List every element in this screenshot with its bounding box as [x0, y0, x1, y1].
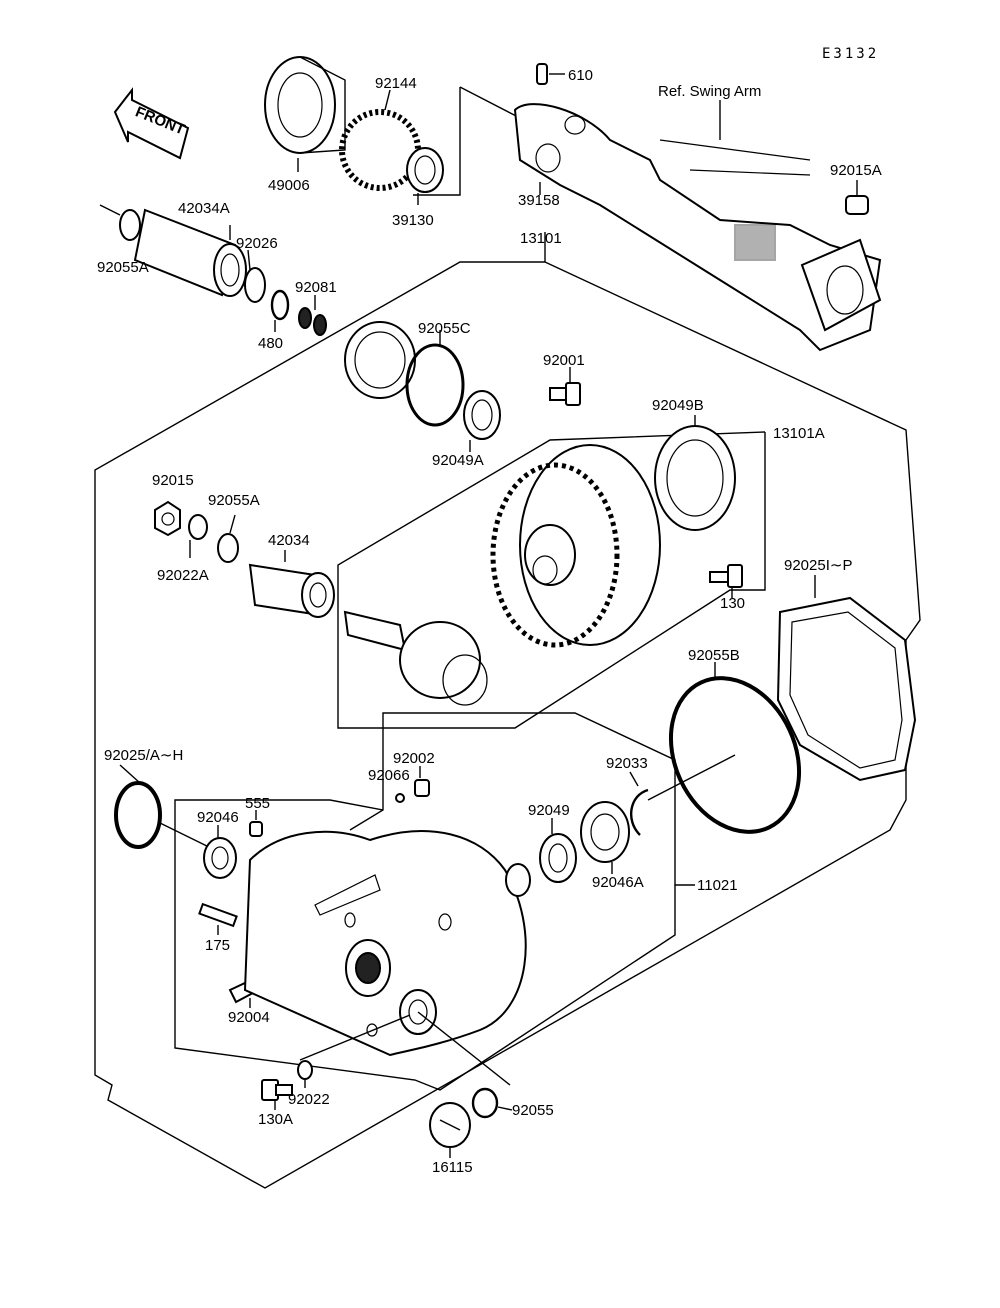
- part-92055A-mid-oring: [217, 514, 239, 563]
- label-42034A: 42034A: [178, 200, 230, 217]
- part-92055-oring: [471, 1087, 513, 1119]
- label-92022A: 92022A: [157, 567, 209, 584]
- part-ring-gear: [490, 444, 661, 648]
- front-arrow-icon: FRONT: [113, 87, 190, 160]
- label-42034: 42034: [268, 532, 310, 549]
- label-555: 555: [245, 795, 270, 812]
- label-13101: 13101: [520, 230, 562, 247]
- part-175-stud: [198, 902, 238, 935]
- part-39130: [406, 147, 444, 205]
- label-92049: 92049: [528, 802, 570, 819]
- part-42034-bearing: [248, 550, 335, 618]
- label-92081: 92081: [295, 279, 337, 296]
- part-49006: [264, 56, 346, 172]
- part-92055A-top-oring: [99, 204, 141, 241]
- label-610: 610: [568, 67, 593, 84]
- label-92025I-P: 92025I∼P: [784, 557, 852, 574]
- part-130-bolt: [709, 564, 743, 598]
- part-555-pin: [249, 810, 263, 837]
- leader-line: [299, 1014, 411, 1061]
- label-92055C: 92055C: [418, 320, 471, 337]
- label-39130: 39130: [392, 212, 434, 229]
- part-92081-spring: [298, 295, 327, 336]
- part-92046-bearing: [203, 825, 237, 879]
- part-92049-seal: [539, 818, 577, 883]
- label-480: 480: [258, 335, 283, 352]
- label-92022: 92022: [288, 1091, 330, 1108]
- label-92026: 92026: [236, 235, 278, 252]
- part-42034A-sleeve: [133, 208, 247, 297]
- label-92004: 92004: [228, 1009, 270, 1026]
- label-92055: 92055: [512, 1102, 554, 1119]
- leader-line: [247, 249, 251, 271]
- label-92049B: 92049B: [652, 397, 704, 414]
- label-130A: 130A: [258, 1111, 293, 1128]
- part-92049B-seal: [654, 415, 736, 531]
- label-92025-A-H: 92025/A∼H: [104, 747, 183, 764]
- label-ref-swing-arm: Ref. Swing Arm: [658, 83, 761, 100]
- label-16115: 16115: [432, 1159, 473, 1176]
- outer-frame: [94, 232, 921, 1189]
- label-92144: 92144: [375, 75, 417, 92]
- part-92022-washer: [297, 1060, 313, 1088]
- part-16115-cap: [429, 1102, 471, 1158]
- label-92001: 92001: [543, 352, 585, 369]
- label-92002: 92002: [393, 750, 435, 767]
- part-92033-circlip: [629, 754, 736, 836]
- leader-line: [417, 1011, 511, 1086]
- bracket-line: [413, 87, 461, 196]
- label-92055A-mid: 92055A: [208, 492, 260, 509]
- part-480-circlip: [270, 289, 290, 332]
- label-92055B: 92055B: [688, 647, 740, 664]
- label-175: 175: [205, 937, 230, 954]
- part-130A-bolt: [261, 1079, 293, 1110]
- part-610-pin: [536, 63, 565, 85]
- label-92049A: 92049A: [432, 452, 484, 469]
- part-92025AH-shim: [114, 764, 216, 851]
- part-92055C-housing: [344, 321, 416, 399]
- label-49006: 49006: [268, 177, 310, 194]
- part-92002-92066: [395, 766, 430, 803]
- label-92055A-top: 92055A: [97, 259, 149, 276]
- inner-frame-13101A: [337, 431, 766, 729]
- part-11021-housing: [243, 830, 527, 1057]
- part-92026-washer: [244, 267, 266, 303]
- part-pinion-shaft: [343, 610, 488, 706]
- part-92049A-seal: [463, 390, 501, 452]
- label-13101A: 13101A: [773, 425, 825, 442]
- part-cup-seal: [505, 863, 531, 897]
- label-92015A: 92015A: [830, 162, 882, 179]
- label-130: 130: [720, 595, 745, 612]
- part-92001-bolt: [549, 367, 581, 406]
- part-92015A-plug: [845, 180, 869, 215]
- part-92025IP-gasket: [776, 575, 917, 782]
- label-92046: 92046: [197, 809, 239, 826]
- leader-line: [459, 86, 521, 119]
- part-39158-swing-arm: [513, 100, 882, 352]
- diagram-code: E3132: [822, 46, 879, 62]
- part-92046A-bearing: [580, 801, 630, 874]
- label-92033: 92033: [606, 755, 648, 772]
- part-92055B-oring: [668, 662, 802, 834]
- part-92055C-oring: [405, 330, 465, 427]
- part-92015-nut: [154, 500, 181, 537]
- label-92046A: 92046A: [592, 874, 644, 891]
- label-92066: 92066: [368, 767, 410, 784]
- frame-11021-lower: [174, 799, 676, 1091]
- part-92022A-washer: [188, 514, 208, 558]
- label-92015: 92015: [152, 472, 194, 489]
- label-11021: 11021: [697, 877, 738, 894]
- label-39158: 39158: [518, 192, 560, 209]
